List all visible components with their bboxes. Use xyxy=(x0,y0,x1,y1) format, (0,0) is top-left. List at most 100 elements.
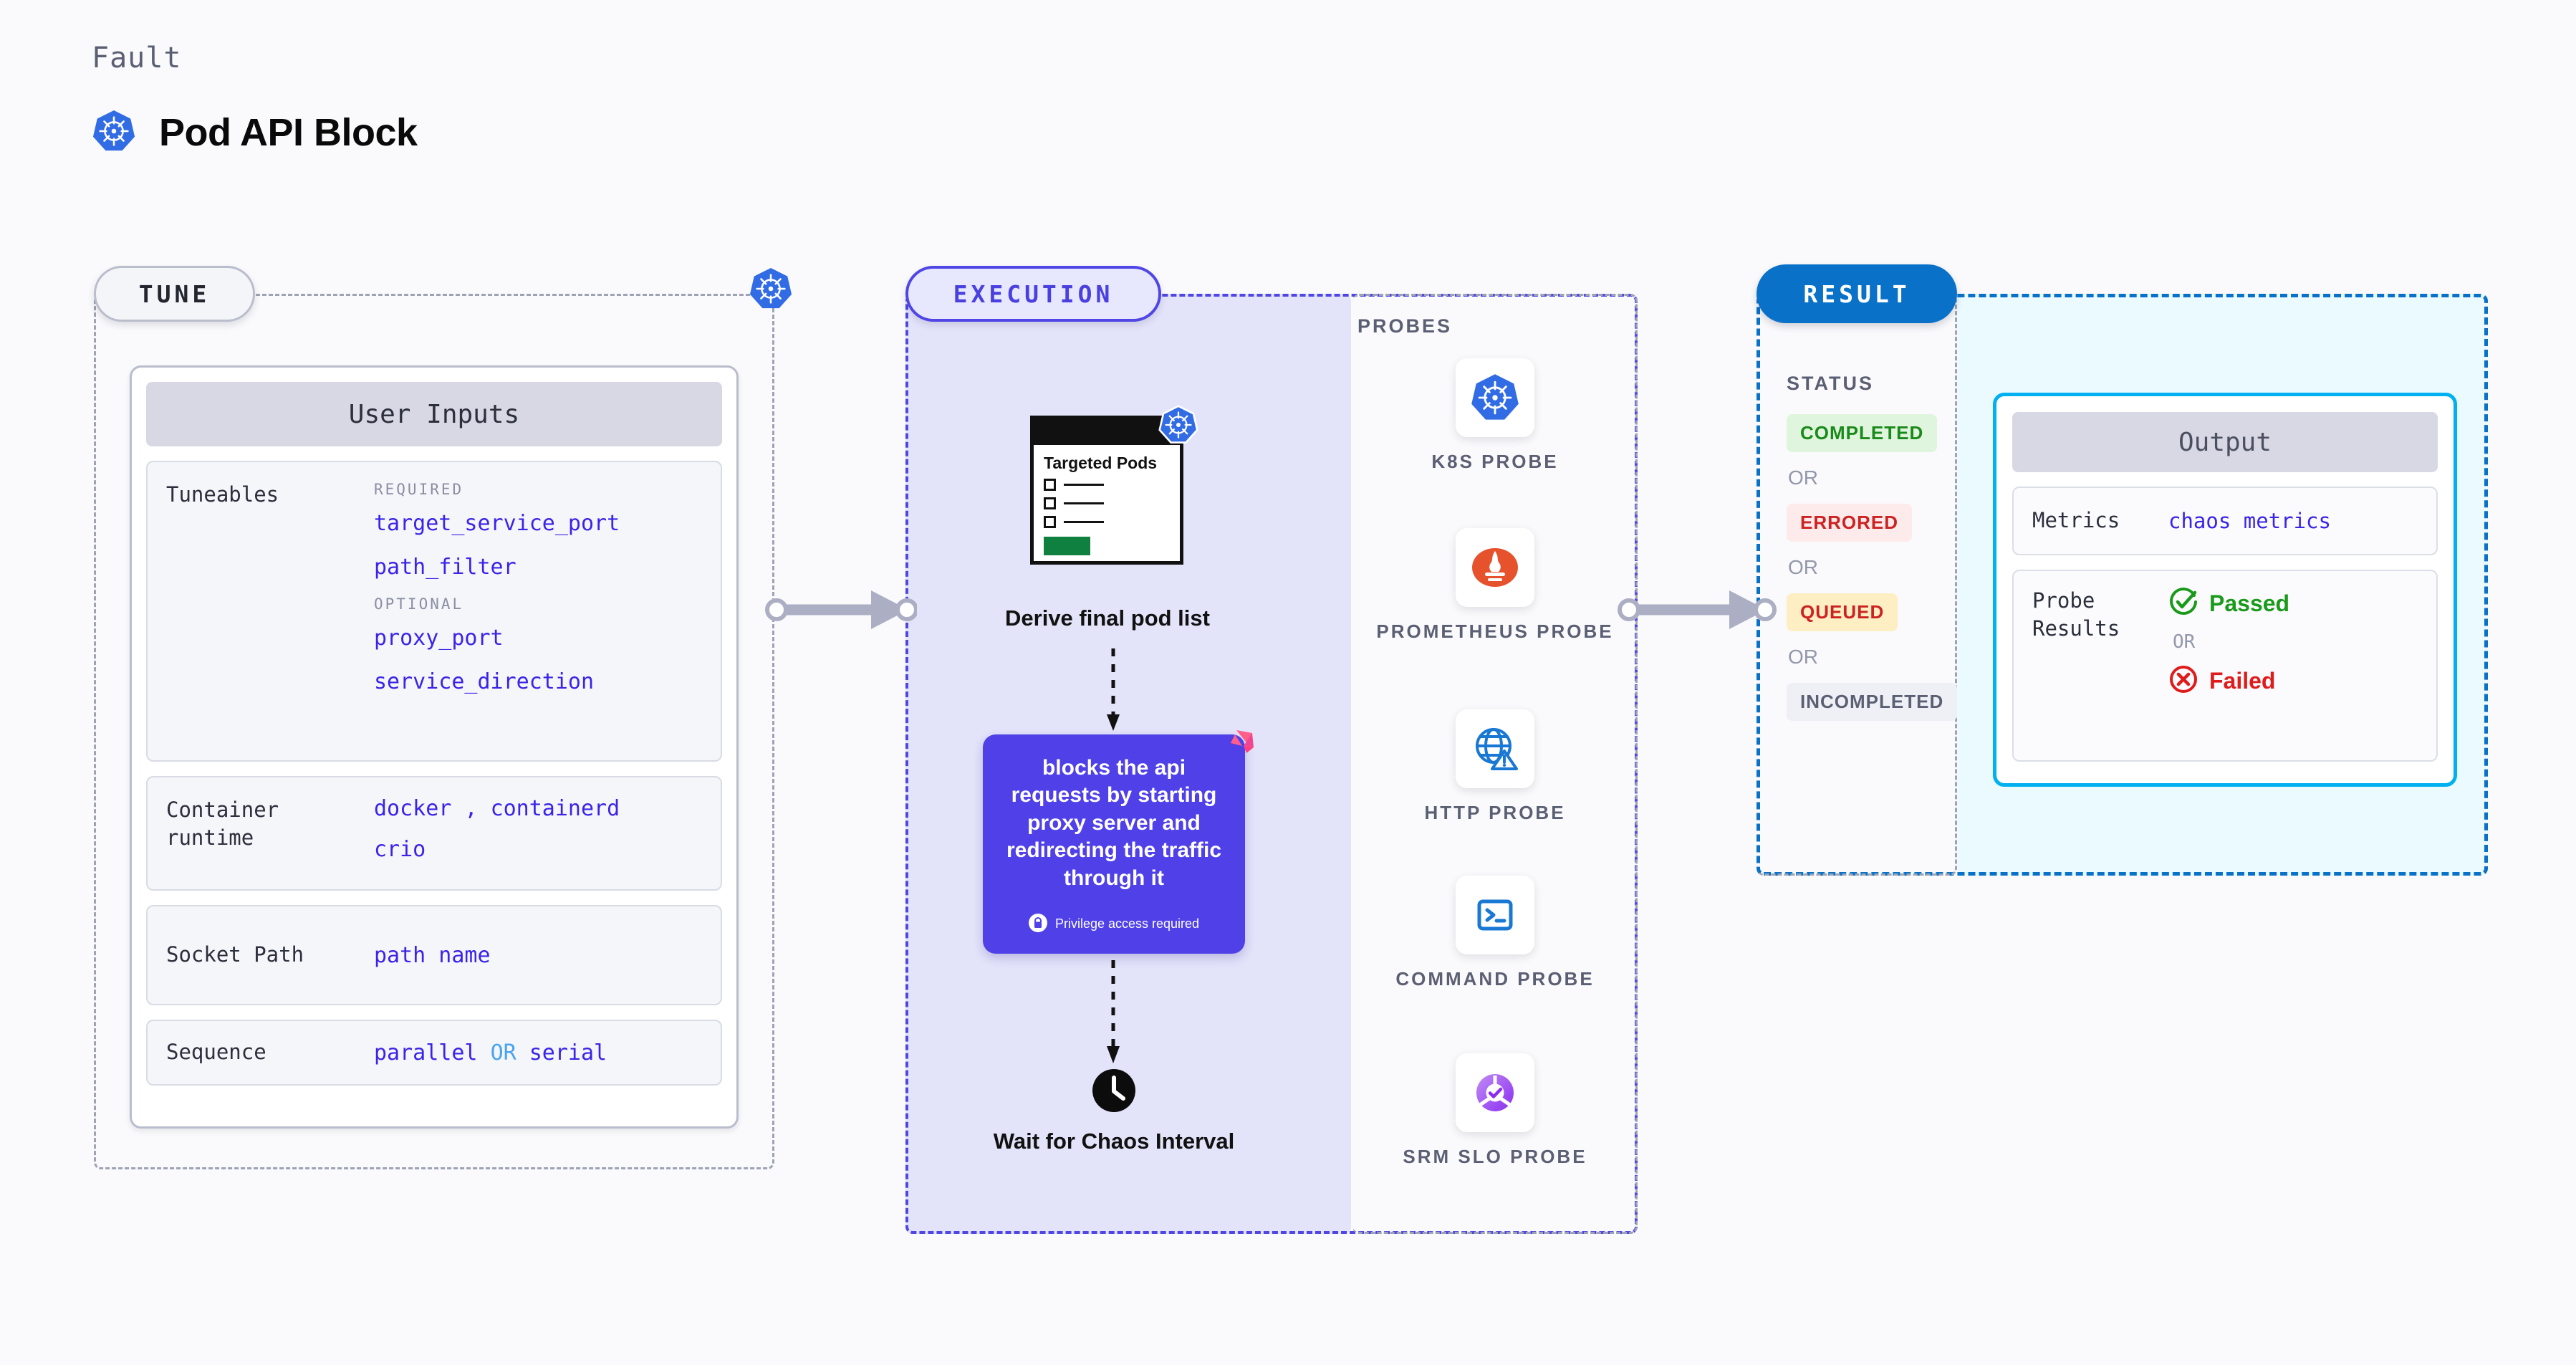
status-separator: OR xyxy=(1788,646,1818,668)
page-header: Fault Pod API Block xyxy=(92,42,418,156)
probe-label: COMMAND PROBE xyxy=(1395,968,1595,990)
probe-label: K8S PROBE xyxy=(1431,451,1559,472)
flow-arrow-derive-to-action xyxy=(1102,648,1124,737)
passed-label: Passed xyxy=(2209,590,2290,616)
probe-label: HTTP PROBE xyxy=(1424,802,1566,823)
tune-row-container-runtime: Container runtime docker , containerd cr… xyxy=(146,776,722,891)
sequence-separator: OR xyxy=(490,1040,516,1065)
checkbox-icon xyxy=(1044,497,1056,510)
tuneables-optional-label: OPTIONAL xyxy=(374,595,464,613)
connector-tune-to-execution xyxy=(765,582,918,641)
probe-label: PROMETHEUS PROBE xyxy=(1376,621,1614,642)
tune-row-label: Tuneables xyxy=(166,482,279,507)
runtime-value[interactable]: containerd xyxy=(490,796,620,821)
prometheus-flame-icon xyxy=(1456,528,1534,607)
flow-arrow-action-to-wait xyxy=(1102,960,1124,1071)
checkbox-icon xyxy=(1044,516,1056,529)
targeted-pods-card: Targeted Pods xyxy=(1030,416,1183,565)
stage-label-tune: TUNE xyxy=(94,266,255,322)
tuneable-value[interactable]: target_service_port xyxy=(374,511,620,536)
pod-list-item xyxy=(1044,497,1170,510)
kubernetes-icon xyxy=(1456,358,1534,437)
derive-pod-list-label: Derive final pod list xyxy=(1005,605,1210,631)
probe-item-srm-slo[interactable]: SRM SLO PROBE xyxy=(1352,1053,1638,1169)
slo-gauge-icon xyxy=(1456,1053,1534,1132)
probe-item-prometheus[interactable]: PROMETHEUS PROBE xyxy=(1352,528,1638,643)
probe-item-command[interactable]: COMMAND PROBE xyxy=(1352,876,1638,991)
kubernetes-icon xyxy=(1158,405,1198,448)
lock-icon xyxy=(1028,913,1047,935)
failed-label: Failed xyxy=(2209,667,2276,694)
status-badge-incompleted: INCOMPLETED xyxy=(1787,683,1958,721)
user-inputs-title: User Inputs xyxy=(146,382,722,446)
clock-icon xyxy=(1091,1068,1137,1116)
tuneable-value[interactable]: proxy_port xyxy=(374,626,504,651)
sequence-value[interactable]: serial xyxy=(529,1040,607,1065)
tune-row-label: Socket Path xyxy=(166,942,304,967)
result-panel xyxy=(1756,294,2488,876)
status-title: STATUS xyxy=(1787,373,1874,394)
globe-warning-icon xyxy=(1456,709,1534,788)
x-circle-icon xyxy=(2168,664,2198,697)
metrics-value[interactable]: chaos metrics xyxy=(2168,509,2331,533)
status-badge-queued: QUEUED xyxy=(1787,593,1898,631)
wait-for-chaos-node: Wait for Chaos Interval xyxy=(989,1068,1239,1154)
stage-label-execution: EXECUTION xyxy=(905,266,1161,322)
tune-row-sequence: Sequence parallel OR serial xyxy=(146,1020,722,1086)
runtime-separator: , xyxy=(464,796,478,821)
probe-result-failed: Failed xyxy=(2168,664,2289,697)
probe-item-k8s[interactable]: K8S PROBE xyxy=(1352,358,1638,474)
status-badge-completed: COMPLETED xyxy=(1787,414,1938,452)
pod-list-item xyxy=(1044,479,1170,492)
tune-row-tuneables: Tuneables REQUIRED target_service_port p… xyxy=(146,461,722,762)
tuneables-required-label: REQUIRED xyxy=(374,481,464,498)
status-badge-errored: ERRORED xyxy=(1787,504,1913,542)
pods-card-titlebar xyxy=(1034,419,1180,445)
action-description-card: blocks the api requests by starting prox… xyxy=(983,730,1254,954)
probes-subpanel xyxy=(1352,294,1638,1234)
kubernetes-icon xyxy=(749,267,793,314)
probe-label: SRM SLO PROBE xyxy=(1403,1146,1587,1167)
output-row-label: Probe Results xyxy=(2032,588,2120,641)
page-title: Pod API Block xyxy=(159,111,418,154)
output-row-label: Metrics xyxy=(2032,508,2120,533)
tune-row-label: Sequence xyxy=(166,1040,266,1065)
connector-execution-to-result xyxy=(1618,582,1778,641)
stage-label-result: RESULT xyxy=(1756,264,1957,323)
probes-title: PROBES xyxy=(1357,315,1453,337)
privilege-note: Privilege access required xyxy=(1028,913,1200,935)
sequence-value[interactable]: parallel xyxy=(374,1040,478,1065)
probe-result-passed: Passed xyxy=(2168,587,2289,620)
check-circle-icon xyxy=(2168,587,2198,620)
status-separator: OR xyxy=(1788,556,1818,578)
wait-for-chaos-label: Wait for Chaos Interval xyxy=(993,1129,1235,1154)
litmus-chaos-icon xyxy=(1215,727,1255,770)
socket-path-value[interactable]: path name xyxy=(374,942,491,968)
runtime-value[interactable]: crio xyxy=(374,837,426,862)
pod-list-item xyxy=(1044,516,1170,529)
probe-item-http[interactable]: HTTP PROBE xyxy=(1352,709,1638,825)
kubernetes-icon xyxy=(92,109,136,156)
fault-title-row: Pod API Block xyxy=(92,109,418,156)
probe-result-separator: OR xyxy=(2173,631,2196,653)
tune-row-label: Container runtime xyxy=(166,798,279,851)
privilege-note-text: Privilege access required xyxy=(1054,916,1200,931)
tune-row-socket-path: Socket Path path name xyxy=(146,905,722,1005)
action-description-text: blocks the api requests by starting prox… xyxy=(1006,756,1222,890)
terminal-icon xyxy=(1456,876,1534,954)
tuneable-value[interactable]: path_filter xyxy=(374,555,516,580)
tuneable-value[interactable]: service_direction xyxy=(374,669,595,694)
output-row-probe-results: Probe Results Passed OR xyxy=(2012,570,2438,762)
runtime-value[interactable]: docker xyxy=(374,796,452,821)
pods-progress-bar xyxy=(1044,537,1090,556)
status-list: COMPLETED OR ERRORED OR QUEUED OR INCOMP… xyxy=(1787,414,1973,721)
user-inputs-card: User Inputs Tuneables REQUIRED target_se… xyxy=(130,365,739,1129)
output-row-metrics: Metrics chaos metrics xyxy=(2012,487,2438,555)
checkbox-icon xyxy=(1044,479,1056,492)
fault-kicker: Fault xyxy=(92,42,182,75)
tune-panel xyxy=(94,294,774,1169)
pods-card-title: Targeted Pods xyxy=(1044,454,1158,472)
output-card-title: Output xyxy=(2012,412,2438,472)
status-separator: OR xyxy=(1788,466,1818,489)
output-card: Output Metrics chaos metrics Probe Resul… xyxy=(1993,393,2457,787)
